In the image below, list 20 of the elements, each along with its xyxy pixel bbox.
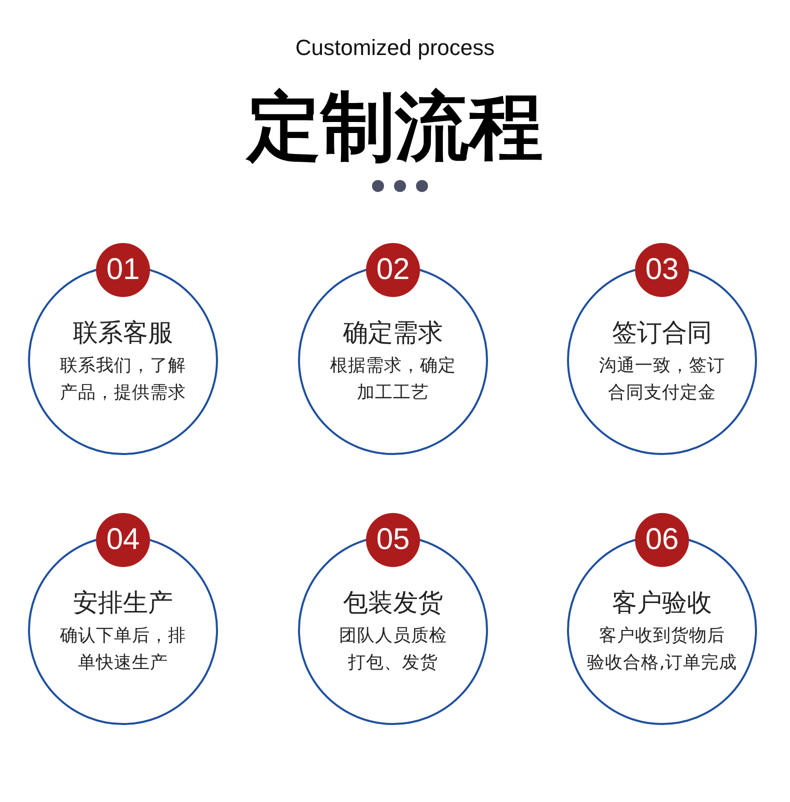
step-number-badge: 03 xyxy=(635,243,689,297)
step-description: 客户收到货物后验收合格,订单完成 xyxy=(587,625,737,675)
step-description: 沟通一致，签订合同支付定金 xyxy=(599,355,725,405)
page-title: 定制流程 xyxy=(247,83,543,172)
subtitle: Customized process xyxy=(295,34,495,62)
step-title: 确定需求 xyxy=(343,318,443,348)
step-title: 安排生产 xyxy=(73,588,173,618)
step-title: 包装发货 xyxy=(343,588,443,618)
step-title: 联系客服 xyxy=(73,318,173,348)
step-description: 确认下单后，排单快速生产 xyxy=(60,625,186,675)
step-number-badge: 06 xyxy=(635,513,689,567)
step-description: 团队人员质检打包、发货 xyxy=(339,625,447,675)
step-number-badge: 01 xyxy=(96,243,150,297)
step-description: 联系我们，了解产品，提供需求 xyxy=(60,355,186,405)
step-title: 签订合同 xyxy=(612,318,712,348)
step-number-badge: 04 xyxy=(96,513,150,567)
step-description: 根据需求，确定加工工艺 xyxy=(330,355,456,405)
step-number-badge: 02 xyxy=(366,243,420,297)
step-title: 客户验收 xyxy=(612,588,712,618)
step-number-badge: 05 xyxy=(366,513,420,567)
